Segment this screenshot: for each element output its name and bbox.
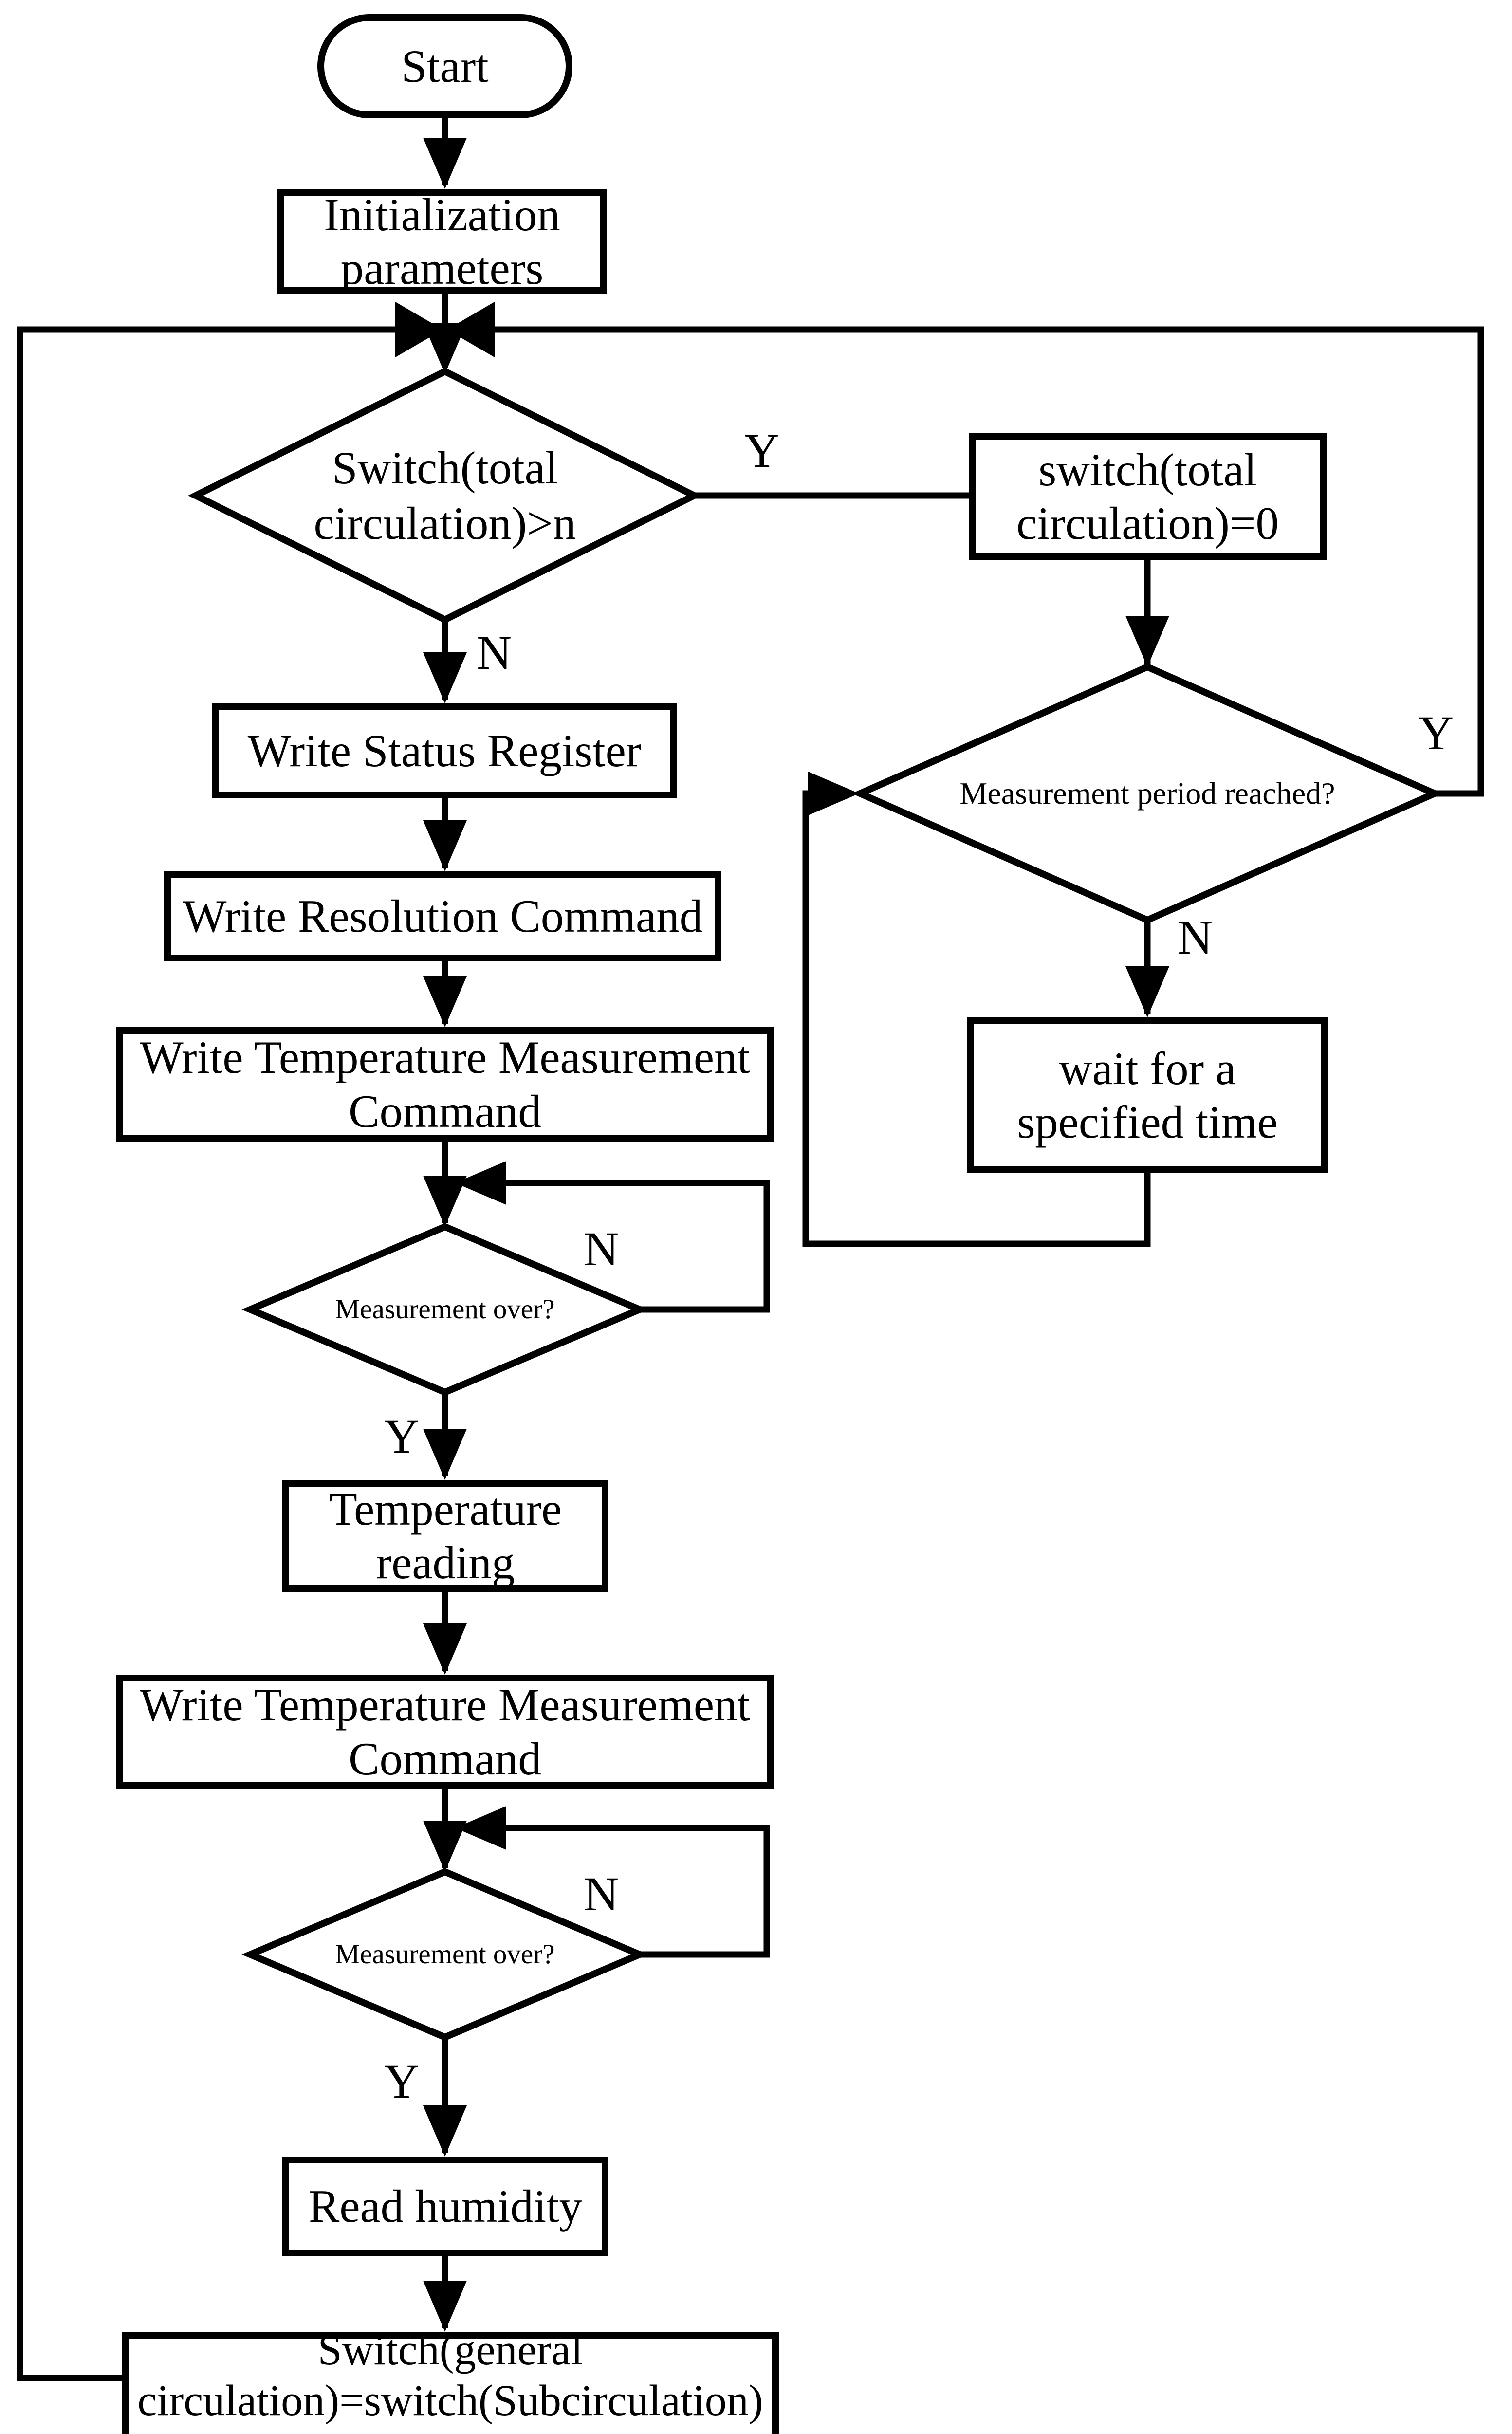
node-write-resolution-command: Write Resolution Command — [164, 871, 721, 961]
node-read-humidity: Read humidity — [282, 2157, 608, 2256]
arrow-into-init — [423, 138, 467, 189]
node-write-temp-command-2-label: Write Temperature Measurement Command — [140, 1679, 750, 1785]
arrow-into-wtmc2 — [423, 1623, 467, 1675]
branch-label-measurement-period-no: N — [1177, 910, 1213, 964]
node-write-status-register: Write Status Register — [212, 703, 677, 798]
node-switch-total-circulation-0-label: switch(total circulation)=0 — [1016, 443, 1279, 549]
arrow-into-write-resolution — [423, 820, 467, 871]
main-loop-rail — [17, 326, 1484, 2381]
node-initialization-parameters-label: Initialization parameters — [324, 188, 560, 294]
node-write-temp-command-1-label: Write Temperature Measurement Command — [140, 1032, 750, 1137]
branch-label-switch-total-yes: Y — [744, 423, 780, 478]
node-switch-general-circulation: Switch(general circulation)=switch(Subci… — [122, 2326, 779, 2434]
node-read-humidity-label: Read humidity — [308, 2180, 583, 2232]
node-write-temp-command-2: Write Temperature Measurement Command — [116, 1675, 774, 1789]
branch-label-measurement-over-1-no: N — [583, 1221, 619, 1276]
arrow-into-wait — [1125, 966, 1169, 1017]
decision-measurement-period-label: Measurement period reached? — [959, 775, 1335, 811]
node-write-temp-command-1: Write Temperature Measurement Command — [116, 1027, 774, 1142]
arrow-into-switch-total — [423, 323, 467, 374]
flow-arrowheads — [395, 138, 1169, 2332]
node-start-label: Start — [401, 40, 489, 92]
arrow-into-write-status — [423, 652, 467, 703]
arrow-into-temperature-reading — [423, 1429, 467, 1480]
arrow-loop1-join — [455, 1161, 506, 1205]
node-start: Start — [317, 14, 572, 118]
arrow-into-measurement-over-2 — [423, 1821, 467, 1872]
node-switch-total-circulation-0: switch(total circulation)=0 — [969, 433, 1327, 560]
arrow-junction-left — [447, 302, 495, 357]
decision-diamonds — [188, 368, 1443, 2041]
arrow-into-measurement-over-1 — [423, 1176, 467, 1227]
decision-switch-total-shape — [188, 368, 702, 624]
node-write-resolution-command-label: Write Resolution Command — [183, 890, 703, 942]
decision-measurement-over-2-shape — [241, 1868, 648, 2041]
branch-label-measurement-over-2-yes: Y — [384, 2054, 420, 2108]
decision-measurement-over-2-label: Measurement over? — [335, 1938, 555, 1970]
decision-measurement-period-shape — [851, 663, 1443, 924]
arrow-loop2-join — [455, 1806, 506, 1850]
node-temperature-reading: Temperature reading — [282, 1480, 608, 1592]
node-initialization-parameters: Initialization parameters — [277, 189, 607, 294]
arrow-into-switch-general — [423, 2281, 467, 2332]
decision-measurement-over-1-shape — [241, 1223, 648, 1396]
branch-label-measurement-over-2-no: N — [583, 1866, 619, 1921]
branch-label-measurement-period-yes: Y — [1418, 705, 1454, 760]
node-temperature-reading-label: Temperature reading — [329, 1483, 562, 1588]
decision-measurement-over-1-label: Measurement over? — [335, 1293, 555, 1325]
arrow-into-measurement-period-left — [808, 772, 859, 815]
arrow-junction-right — [395, 302, 443, 357]
branch-label-switch-total-no: N — [476, 625, 512, 680]
node-wait-specified-time: wait for a specified time — [967, 1017, 1328, 1173]
node-switch-general-circulation-label: Switch(general circulation)=switch(Subci… — [137, 2325, 763, 2434]
node-write-status-register-label: Write Status Register — [247, 725, 642, 777]
node-wait-specified-time-label: wait for a specified time — [1017, 1042, 1278, 1148]
branch-label-measurement-over-1-yes: Y — [384, 1409, 420, 1463]
decision-switch-total-label: Switch(total circulation)>n — [313, 442, 576, 549]
arrow-into-wtmc1 — [423, 976, 467, 1027]
arrow-into-measurement-period — [1125, 616, 1169, 667]
arrow-into-read-humidity — [423, 2105, 467, 2157]
